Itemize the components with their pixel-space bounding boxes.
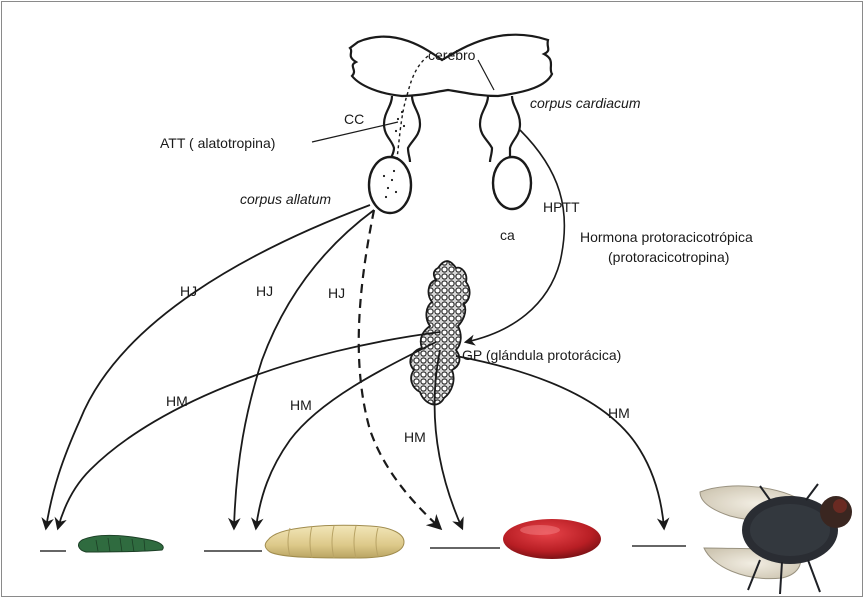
right-stalk — [480, 96, 520, 162]
label-hormona-line2: (protoracicotropina) — [608, 249, 729, 265]
label-cerebro: cerebro — [428, 47, 476, 63]
hm-arrow-4 — [456, 356, 664, 528]
brain-outline — [350, 35, 552, 96]
larva-image — [79, 535, 164, 552]
label-hm-1: HM — [166, 393, 188, 409]
corpus-allatum-right — [493, 157, 531, 209]
maggot-image — [265, 525, 404, 558]
label-hm-3: HM — [404, 429, 426, 445]
label-hj-2: HJ — [256, 283, 273, 299]
label-hptt: HPTT — [543, 199, 580, 215]
label-hm-2: HM — [290, 397, 312, 413]
label-hormona-line1: Hormona protoracicotrópica — [580, 229, 753, 245]
hj-arrow-2 — [234, 210, 374, 528]
fly-image — [700, 484, 852, 594]
label-att: ATT ( alatotropina) — [160, 135, 275, 151]
label-hm-4: HM — [608, 405, 630, 421]
cerebro-pointer — [478, 60, 494, 90]
label-corpus-cardiacum: corpus cardiacum — [530, 95, 641, 111]
left-stalk — [384, 96, 420, 162]
label-hj-3: HJ — [328, 285, 345, 301]
corpus-allatum-left — [369, 157, 411, 213]
label-ca: ca — [500, 227, 515, 243]
hj-arrow-1 — [46, 205, 370, 528]
label-gp: GP (glándula protorácica) — [462, 347, 621, 363]
label-hj-1: HJ — [180, 283, 197, 299]
pupa-image — [503, 519, 601, 559]
label-corpus-allatum: corpus allatum — [240, 191, 331, 207]
label-cc: CC — [344, 111, 364, 127]
